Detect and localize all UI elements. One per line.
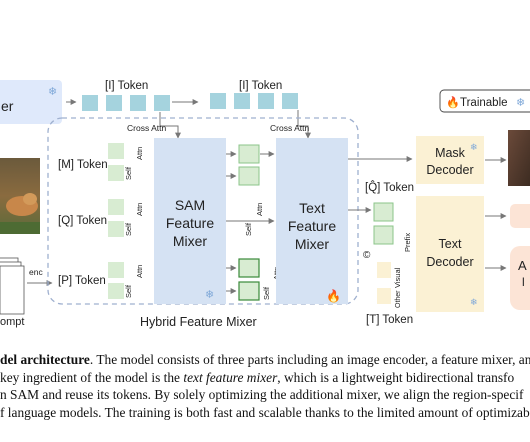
query-token-label: [Q] Token [58,215,107,227]
fire-icon: 🔥 [446,96,460,109]
cross-attn-label-1: Cross Attn [127,123,166,133]
svg-text:Attn: Attn [135,147,144,160]
svg-text:Other: Other [395,290,402,308]
hybrid-feature-mixer-label: Hybrid Feature Mixer [140,315,257,329]
text-token-label: [T] Token [366,314,413,326]
fire-icon: 🔥 [326,289,341,303]
prompt-input-stack: ompt enc [0,257,53,328]
cross-attn-arrow-1 [159,112,181,139]
svg-text:Attn: Attn [135,203,144,216]
architecture-diagram: er ❄ ompt enc [I] Token [I] Token Cross … [0,80,530,329]
prompt-label: ompt [0,316,24,328]
image-encoder-label: er [1,98,14,114]
image-token-label-2: [I] Token [239,80,282,92]
svg-text:Mixer: Mixer [295,236,330,252]
svg-text:Self: Self [124,222,133,236]
svg-text:Feature: Feature [166,215,214,231]
mask-token-label: [M] Token [58,159,108,171]
output-partial-label-a: A [518,258,527,273]
output-box-1 [510,204,530,228]
figure-caption: del architecture. The model consists of … [0,351,530,421]
mask-decoder: Mask Decoder ❄ [416,136,484,184]
svg-text:Self: Self [124,166,133,180]
enc-label: enc [29,267,43,277]
svg-text:Self: Self [244,222,253,236]
snowflake-icon: ❄ [48,86,57,98]
copyright-symbol: © [363,250,371,261]
svg-text:Prefix: Prefix [403,233,412,252]
output-partial-label-b: l [522,275,525,289]
svg-text:Mixer: Mixer [173,233,208,249]
caption-line-1: del architecture. The model consists of … [0,352,530,367]
legend-trainable-label: Trainable [460,97,508,109]
mixer-input-tokens [108,143,124,299]
snowflake-icon: ❄ [516,97,525,109]
prompt-token-label: [P] Token [58,275,106,287]
legend: 🔥 Trainable ❄ [439,89,530,113]
snowflake-icon: ❄ [470,142,478,152]
image-token-row-1 [82,95,170,111]
snowflake-icon: ❄ [470,297,478,307]
caption-line-2: key ingredient of the model is the text … [0,369,515,385]
caption-line-4: f language models. The training is both … [0,404,530,420]
svg-text:Self: Self [124,284,133,298]
output-box-2 [510,246,530,310]
sam-feature-mixer: SAM Feature Mixer ❄ [154,138,226,304]
image-encoder-box: er ❄ [0,80,62,124]
svg-text:Attn: Attn [255,203,264,216]
svg-text:Decoder: Decoder [426,255,473,269]
output-mask-image [508,130,530,186]
image-token-label-1: [I] Token [105,80,148,92]
svg-text:Feature: Feature [288,218,336,234]
svg-text:Attn: Attn [135,265,144,278]
prefix-labels: Prefix Visual Other [393,233,412,308]
image-token-row-2 [210,93,298,109]
svg-text:Decoder: Decoder [426,163,473,177]
svg-text:Text: Text [439,237,462,251]
svg-text:Visual: Visual [393,267,402,288]
caption-line-3: n SAM and reuse its tokens. By solely op… [0,387,524,403]
snowflake-icon: ❄ [205,289,214,301]
svg-text:Self: Self [262,286,271,300]
mid-tokens [238,144,260,301]
cross-attn-label-2: Cross Attn [270,123,309,133]
svg-text:Text: Text [299,200,325,216]
svg-text:Mask: Mask [435,146,466,160]
text-feature-mixer: Text Feature Mixer 🔥 [276,138,348,304]
svg-text:SAM: SAM [175,197,205,213]
text-decoder: Text Decoder ❄ [416,196,484,312]
text-tokens [377,262,391,304]
input-image [0,158,40,234]
query-hat-token-label: [Q̂] Token [365,180,414,194]
query-hat-tokens [373,202,394,245]
